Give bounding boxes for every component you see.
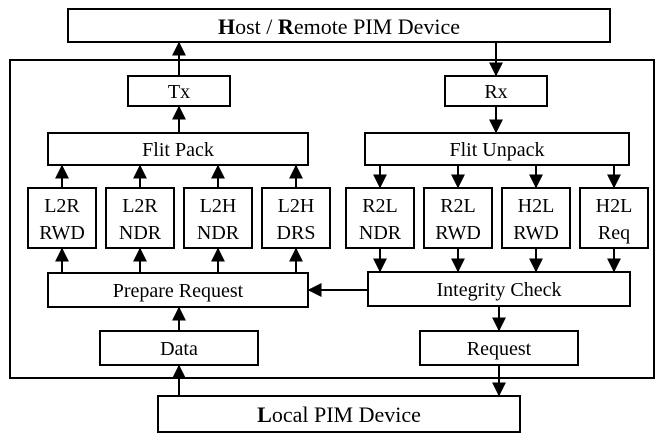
local-device-frame	[9, 59, 655, 379]
flit-unpack-label: Flit Unpack	[450, 139, 545, 161]
channel-l2h-ndr-line2: NDR	[197, 222, 240, 244]
host-remote-device-box	[67, 8, 611, 43]
channel-l2r-ndr-line1: L2R	[122, 195, 158, 217]
flow-arrows	[55, 41, 621, 397]
host-remote-device-label: Host / Remote PIM Device	[218, 14, 460, 39]
channel-l2h-ndr-line1: L2H	[200, 195, 237, 217]
channel-r2l-ndr-box	[345, 187, 415, 249]
channel-l2r-rwd-line1: L2R	[44, 195, 80, 217]
channel-l2r-ndr-line2: NDR	[119, 222, 162, 244]
integrity-check-box	[367, 271, 631, 307]
channel-h2l-req-line2: Req	[598, 222, 630, 244]
channel-r2l-rwd-box	[423, 187, 493, 249]
channel-h2l-req-box	[579, 187, 649, 249]
request-label: Request	[467, 338, 532, 360]
data-label: Data	[160, 338, 198, 360]
channel-r2l-rwd-line1: R2L	[440, 195, 476, 217]
channel-r2l-ndr-line1: R2L	[362, 195, 398, 217]
channel-r2l-ndr-line2: NDR	[359, 222, 402, 244]
channel-h2l-req-line1: H2L	[596, 195, 633, 217]
flit-pack-label: Flit Pack	[142, 139, 214, 161]
tx-label: Tx	[168, 81, 190, 103]
integrity-check-label: Integrity Check	[437, 279, 562, 301]
right-channels: R2L NDR R2L RWD H2L RWD H2L Req	[345, 187, 649, 249]
channel-l2h-drs-line1: L2H	[278, 195, 315, 217]
channel-l2r-rwd-line2: RWD	[39, 222, 85, 244]
channel-l2h-ndr-box	[183, 187, 253, 249]
channel-h2l-rwd-line2: RWD	[513, 222, 559, 244]
channel-l2r-rwd-box	[27, 187, 97, 249]
flit-unpack-box	[364, 132, 630, 166]
local-device-label: Local PIM Device	[257, 402, 421, 427]
channel-l2r-ndr-box	[105, 187, 175, 249]
flit-pack-box	[47, 132, 309, 166]
local-device-box	[157, 395, 521, 433]
prepare-request-label: Prepare Request	[113, 280, 244, 302]
channel-l2h-drs-line2: DRS	[277, 222, 316, 244]
left-channels: L2R RWD L2R NDR L2H NDR L2H DRS	[27, 187, 331, 249]
channel-r2l-rwd-line2: RWD	[435, 222, 481, 244]
channel-h2l-rwd-line1: H2L	[518, 195, 555, 217]
rx-label: Rx	[484, 81, 507, 103]
